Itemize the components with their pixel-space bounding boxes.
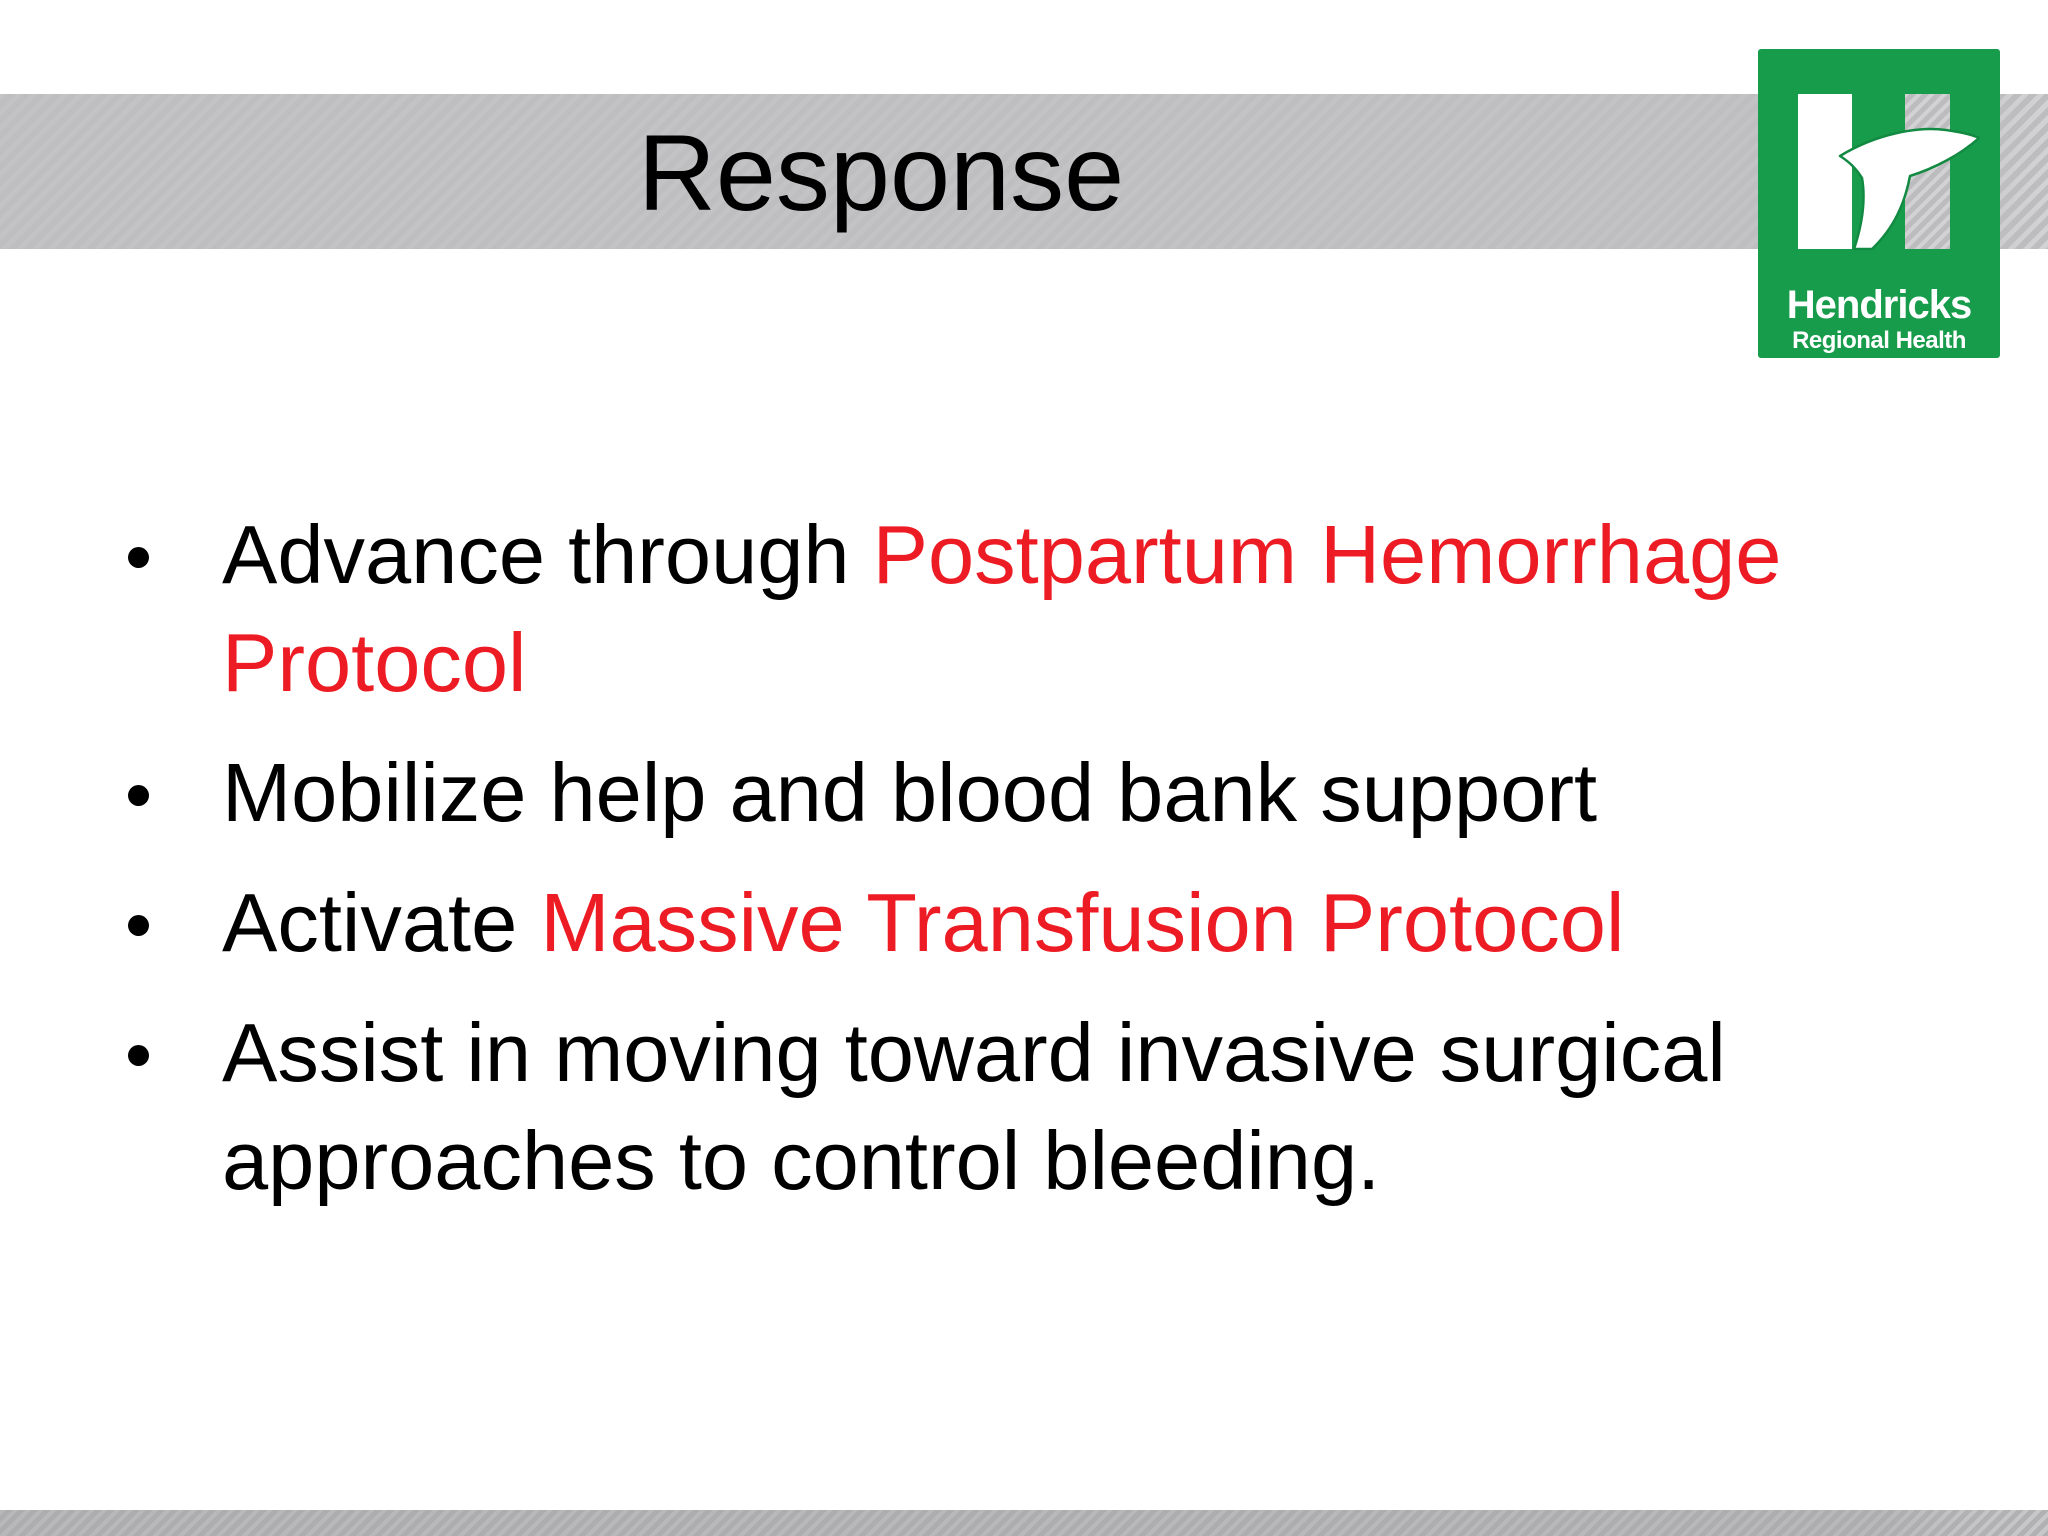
logo-swoosh — [1838, 127, 1981, 251]
hendricks-h-icon — [1798, 94, 1981, 251]
slide-title: Response — [637, 112, 1125, 233]
bullet-line: Activate Massive Transfusion Protocol — [222, 869, 1978, 977]
footer-stripe-bar — [0, 1510, 2048, 1536]
highlighted-text: Postpartum Hemorrhage — [872, 508, 1782, 601]
highlighted-text: Protocol — [222, 616, 527, 709]
hendricks-logo: Hendricks Regional Health — [1758, 49, 2000, 358]
body-text: Advance through — [222, 508, 873, 601]
body-text: Activate — [222, 876, 541, 969]
logo-name: Hendricks — [1786, 283, 1972, 327]
bullet-item: Assist in moving toward invasive surgica… — [128, 999, 1978, 1215]
body-text: Mobilize help and blood bank support — [222, 746, 1598, 839]
body-text: approaches to control bleeding. — [222, 1114, 1381, 1207]
bullet-item: Mobilize help and blood bank support — [128, 739, 1978, 847]
highlighted-text: Massive Transfusion Protocol — [540, 876, 1625, 969]
bullet-line: Advance through Postpartum Hemorrhage — [222, 501, 1978, 609]
bullet-line: Protocol — [222, 609, 1978, 717]
bullet-line: Assist in moving toward invasive surgica… — [222, 999, 1978, 1107]
logo-left-bar — [1798, 94, 1852, 249]
body-text: Assist in moving toward invasive surgica… — [222, 1006, 1726, 1099]
logo-tagline: Regional Health — [1792, 327, 1966, 354]
title-banner: Response — [0, 94, 2048, 249]
bullet-item: Activate Massive Transfusion Protocol — [128, 869, 1978, 977]
bullet-line: Mobilize help and blood bank support — [222, 739, 1978, 847]
bullet-line: approaches to control bleeding. — [222, 1107, 1978, 1215]
